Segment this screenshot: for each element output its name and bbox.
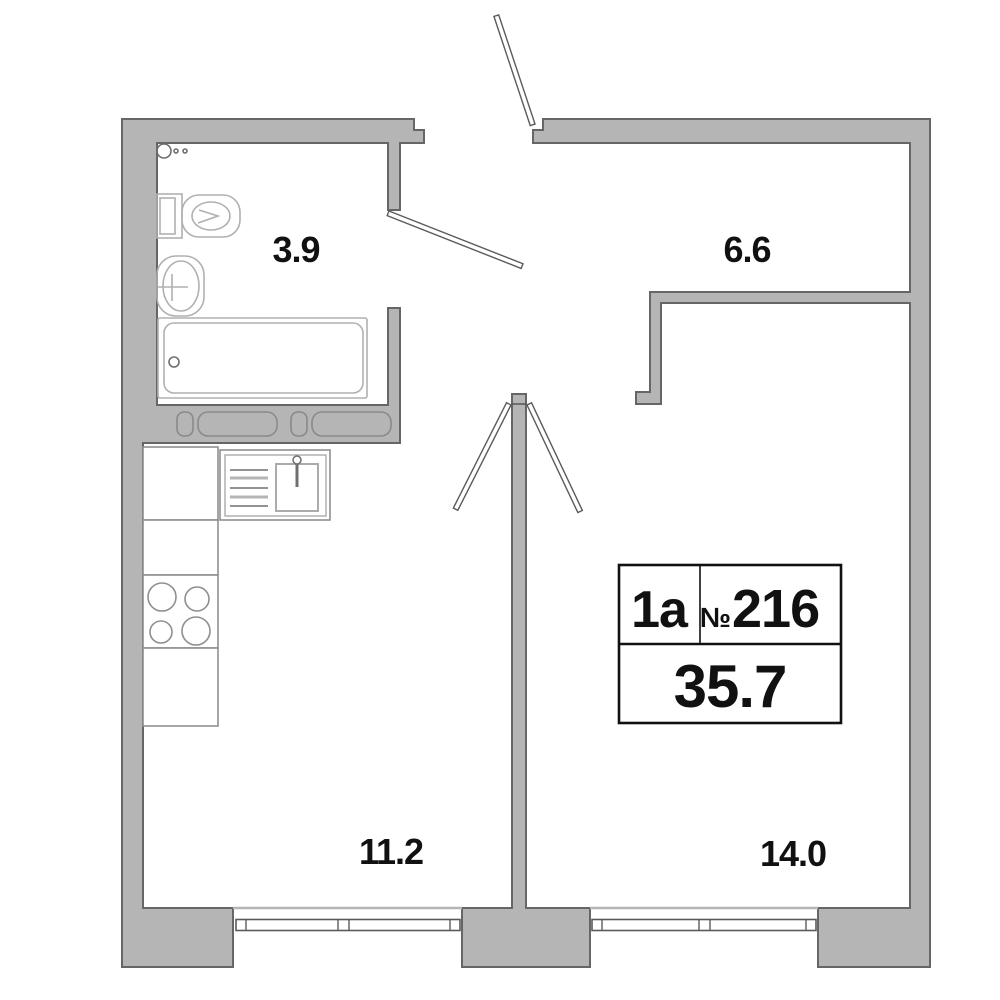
total-area-label: 35.7 [674,653,787,720]
faucet-icon [292,455,302,465]
kitchen-door-leaf [452,401,512,512]
apartment-info-box: 1a № 216 35.7 [617,563,843,725]
toilet [156,193,241,239]
ceiling-light-icon [156,143,188,159]
entrance-door-leaf [493,13,536,127]
vent-shaft-large-1 [197,411,278,437]
living-room-area-label: 14.0 [760,833,826,874]
vent-shaft-large-2 [311,411,392,437]
kitchen-fixtures [142,446,331,727]
bathroom-fixtures [156,143,368,399]
flat-type-label: 1a [631,581,689,639]
washbasin [156,255,205,317]
number-sign-label: № [700,602,731,633]
kitchen-counter [142,446,219,727]
living-room-door-leaf [526,401,584,514]
bathtub [157,317,368,399]
walls [121,118,931,968]
window-living-room [590,906,818,932]
bathroom-area-label: 3.9 [272,229,319,270]
stove [147,582,211,646]
wall-left-block [121,118,425,968]
doors [386,13,584,514]
window-frame [235,918,461,932]
kitchen-sink [219,449,331,521]
window-frame [591,918,817,932]
bathroom-door-leaf [386,210,524,270]
vent-shaft-small-1 [176,411,194,437]
hallway-area-label: 6.6 [723,229,770,270]
wall-right-block [532,118,931,968]
wall-partition-block [461,393,591,968]
window-kitchen [233,906,462,932]
vent-shaft-small-2 [290,411,308,437]
flat-number-label: 216 [732,579,819,639]
room-area-labels: 3.9 6.6 11.2 14.0 [272,229,827,874]
windows [233,906,818,932]
kitchen-area-label: 11.2 [359,831,423,872]
